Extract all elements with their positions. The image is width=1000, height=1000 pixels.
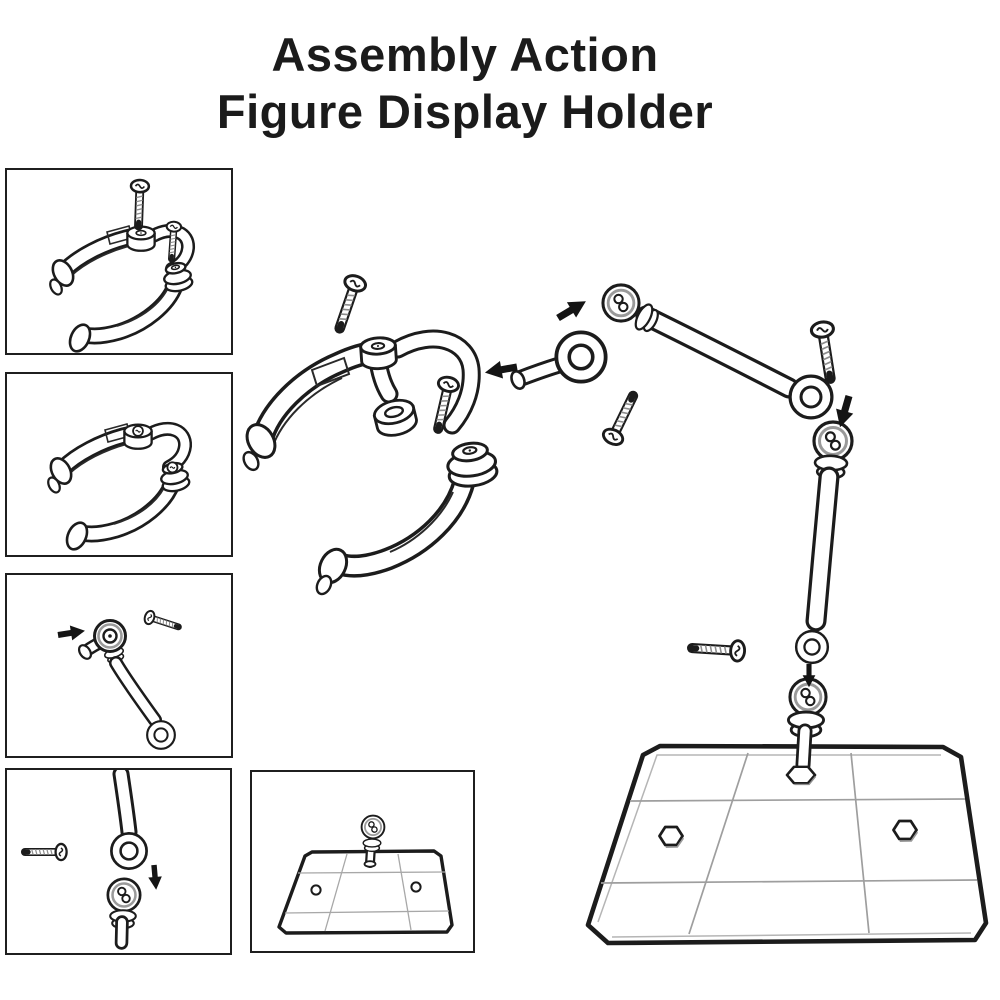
clamp-assembly [242,273,499,596]
step-panel-2 [5,372,233,557]
arm-eyelet-icon [146,720,176,750]
main-exploded-diagram [242,155,989,946]
ball-post-icon [360,814,386,868]
step-panel-3 [5,573,233,758]
hex-nut-icon [785,765,817,786]
step-3-drawing [56,575,231,750]
page-title: Assembly Action Figure Display Holder [0,26,930,140]
screw-icon [691,638,745,662]
step-panel-4 [5,768,232,955]
screw-icon [25,844,67,860]
hex-hole-icon [658,825,685,849]
arm-eyelet-icon [554,330,608,384]
arm-eyelet-icon [794,629,830,665]
arm-eyelet-and-ball-icon [106,770,148,950]
installed-screw-head-icon [132,425,144,437]
ball-link-piece [510,330,642,447]
installed-screw-head-icon [166,461,179,474]
clamp-icon [47,422,192,551]
arm-with-ball-joint-icon [77,619,176,750]
screw-icon [810,320,841,380]
step-2-drawing [47,422,192,551]
screw-icon [330,273,368,332]
base-plate-icon [277,849,454,935]
step-panel-5 [250,770,475,953]
screw-icon [130,180,149,227]
hex-hole-icon [892,819,919,843]
washer-nut-icon [372,398,418,437]
arrow-right-icon [56,623,87,643]
arrow-down-panel-icon [147,864,163,891]
step-4-drawing [7,770,163,950]
joint-boss-icon [446,441,499,488]
joint-boss-icon [358,335,399,372]
screw-icon [143,610,181,634]
step-1-drawing [49,170,195,353]
ball-joint-icon [601,283,641,323]
arm-eyelet-icon [788,374,834,420]
screw-icon [601,391,642,447]
title-line-1: Assembly Action [271,28,659,81]
step-5-drawing [277,814,454,935]
base-plate [585,743,989,946]
arm-eyelet-icon [110,832,148,870]
ball-joint-icon [812,420,854,462]
arrow-up-right-icon [553,293,591,326]
articulated-arm [601,283,858,786]
title-line-2: Figure Display Holder [216,85,714,138]
ball-joint-icon [106,877,142,913]
joint-boss-icon [126,225,156,252]
step-panel-1 [5,168,233,355]
